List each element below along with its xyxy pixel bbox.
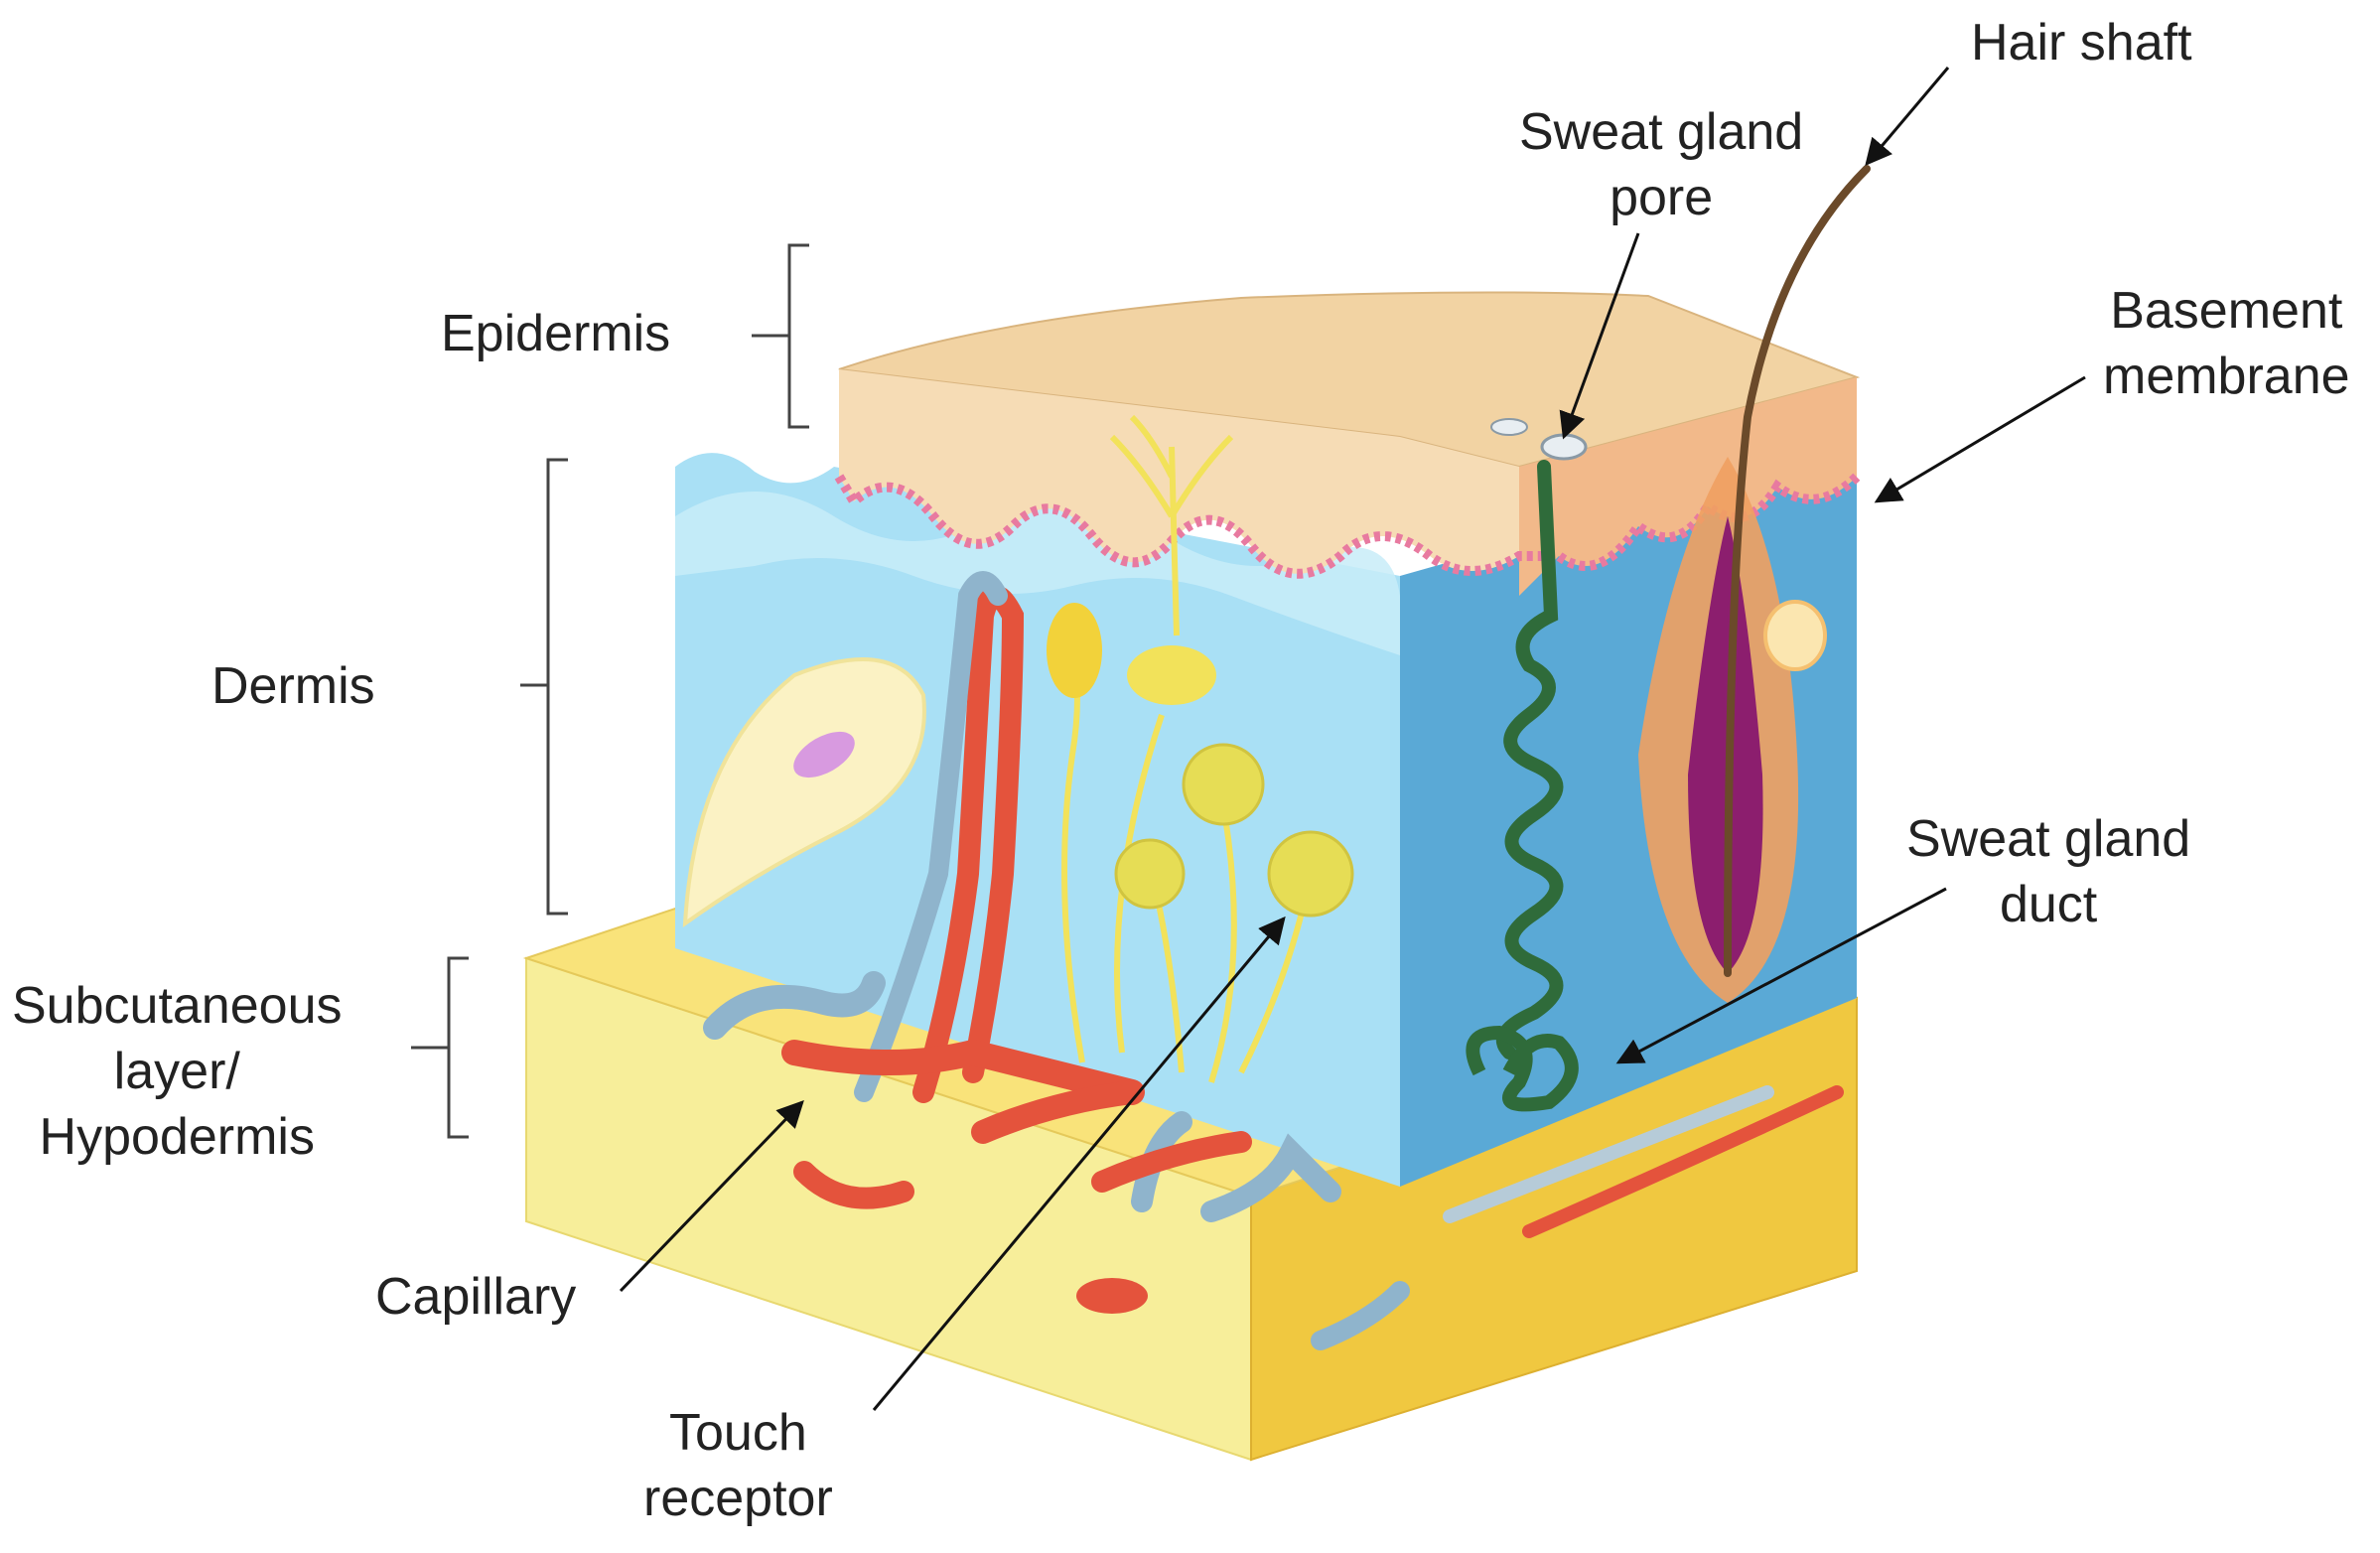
dermis-papillary-wave bbox=[675, 492, 1400, 655]
touch-receptor-capsule bbox=[1127, 645, 1216, 705]
epidermis-front-face bbox=[839, 369, 1519, 574]
vein-branch-1 bbox=[703, 971, 886, 1040]
dermis-bracket bbox=[520, 458, 568, 916]
side-vein bbox=[1443, 1085, 1774, 1223]
label-dermis: Dermis bbox=[211, 657, 375, 715]
hair-shaft bbox=[1724, 165, 1871, 977]
capillary-arrow bbox=[619, 1100, 804, 1293]
hypo-vein-arc bbox=[1311, 1281, 1410, 1350]
label-epidermis: Epidermis bbox=[441, 305, 671, 362]
sweat-gland-coil bbox=[1466, 1025, 1579, 1112]
label-hair-shaft: Hair shaft bbox=[1971, 14, 2192, 71]
side-artery bbox=[1522, 1085, 1844, 1238]
leader-arrows bbox=[619, 67, 2086, 1411]
merkel-disc-2 bbox=[1114, 838, 1186, 910]
nerves bbox=[1047, 414, 1354, 1083]
epidermis-side-face bbox=[1519, 377, 1857, 596]
follicle-inner bbox=[1688, 516, 1763, 973]
hypodermis-bracket bbox=[411, 956, 469, 1139]
blood-vessels bbox=[703, 571, 1844, 1350]
artery-branch-1 bbox=[781, 1039, 1145, 1105]
label-touch-receptor: Touch receptor bbox=[643, 1404, 833, 1527]
sweat-gland-duct-arrow bbox=[1615, 887, 1947, 1064]
label-subcutaneous: Subcutaneous layer/ Hypodermis bbox=[12, 977, 343, 1166]
sweat-gland-pore-arrow bbox=[1559, 232, 1640, 440]
sweat-gland-duct-line bbox=[1495, 460, 1564, 1059]
hair-follicle bbox=[1638, 165, 1871, 1003]
epidermis-bracket bbox=[752, 243, 809, 429]
meissner-corpuscle bbox=[1047, 603, 1102, 698]
layer-brackets bbox=[411, 243, 809, 1139]
label-basement-membrane: Basement membrane bbox=[2103, 282, 2350, 405]
sweat-gland bbox=[1466, 418, 1588, 1112]
touch-receptor-disc bbox=[1267, 830, 1354, 918]
sweat-gland-pore-opening bbox=[1540, 433, 1588, 461]
vein-branch-3 bbox=[1200, 1133, 1341, 1222]
merkel-disc-1 bbox=[1182, 743, 1265, 826]
pacinian-corpuscle bbox=[682, 657, 926, 928]
basement-membrane-arrow bbox=[1874, 375, 2086, 503]
artery-branch-3 bbox=[1091, 1131, 1252, 1193]
hypo-artery-cross bbox=[1076, 1278, 1148, 1314]
hair-shaft-arrow bbox=[1865, 67, 1950, 167]
hypo-artery-arc bbox=[793, 1161, 914, 1209]
label-sweat-gland-duct: Sweat gland duct bbox=[1906, 810, 2191, 933]
sebaceous-gland bbox=[1763, 600, 1827, 671]
vein-loop bbox=[854, 571, 1008, 1102]
label-capillary: Capillary bbox=[375, 1268, 577, 1326]
touch-receptor-arrow bbox=[872, 916, 1286, 1411]
artery-branch-2 bbox=[971, 1080, 1144, 1144]
label-sweat-gland-pore: Sweat gland pore bbox=[1519, 103, 1804, 226]
